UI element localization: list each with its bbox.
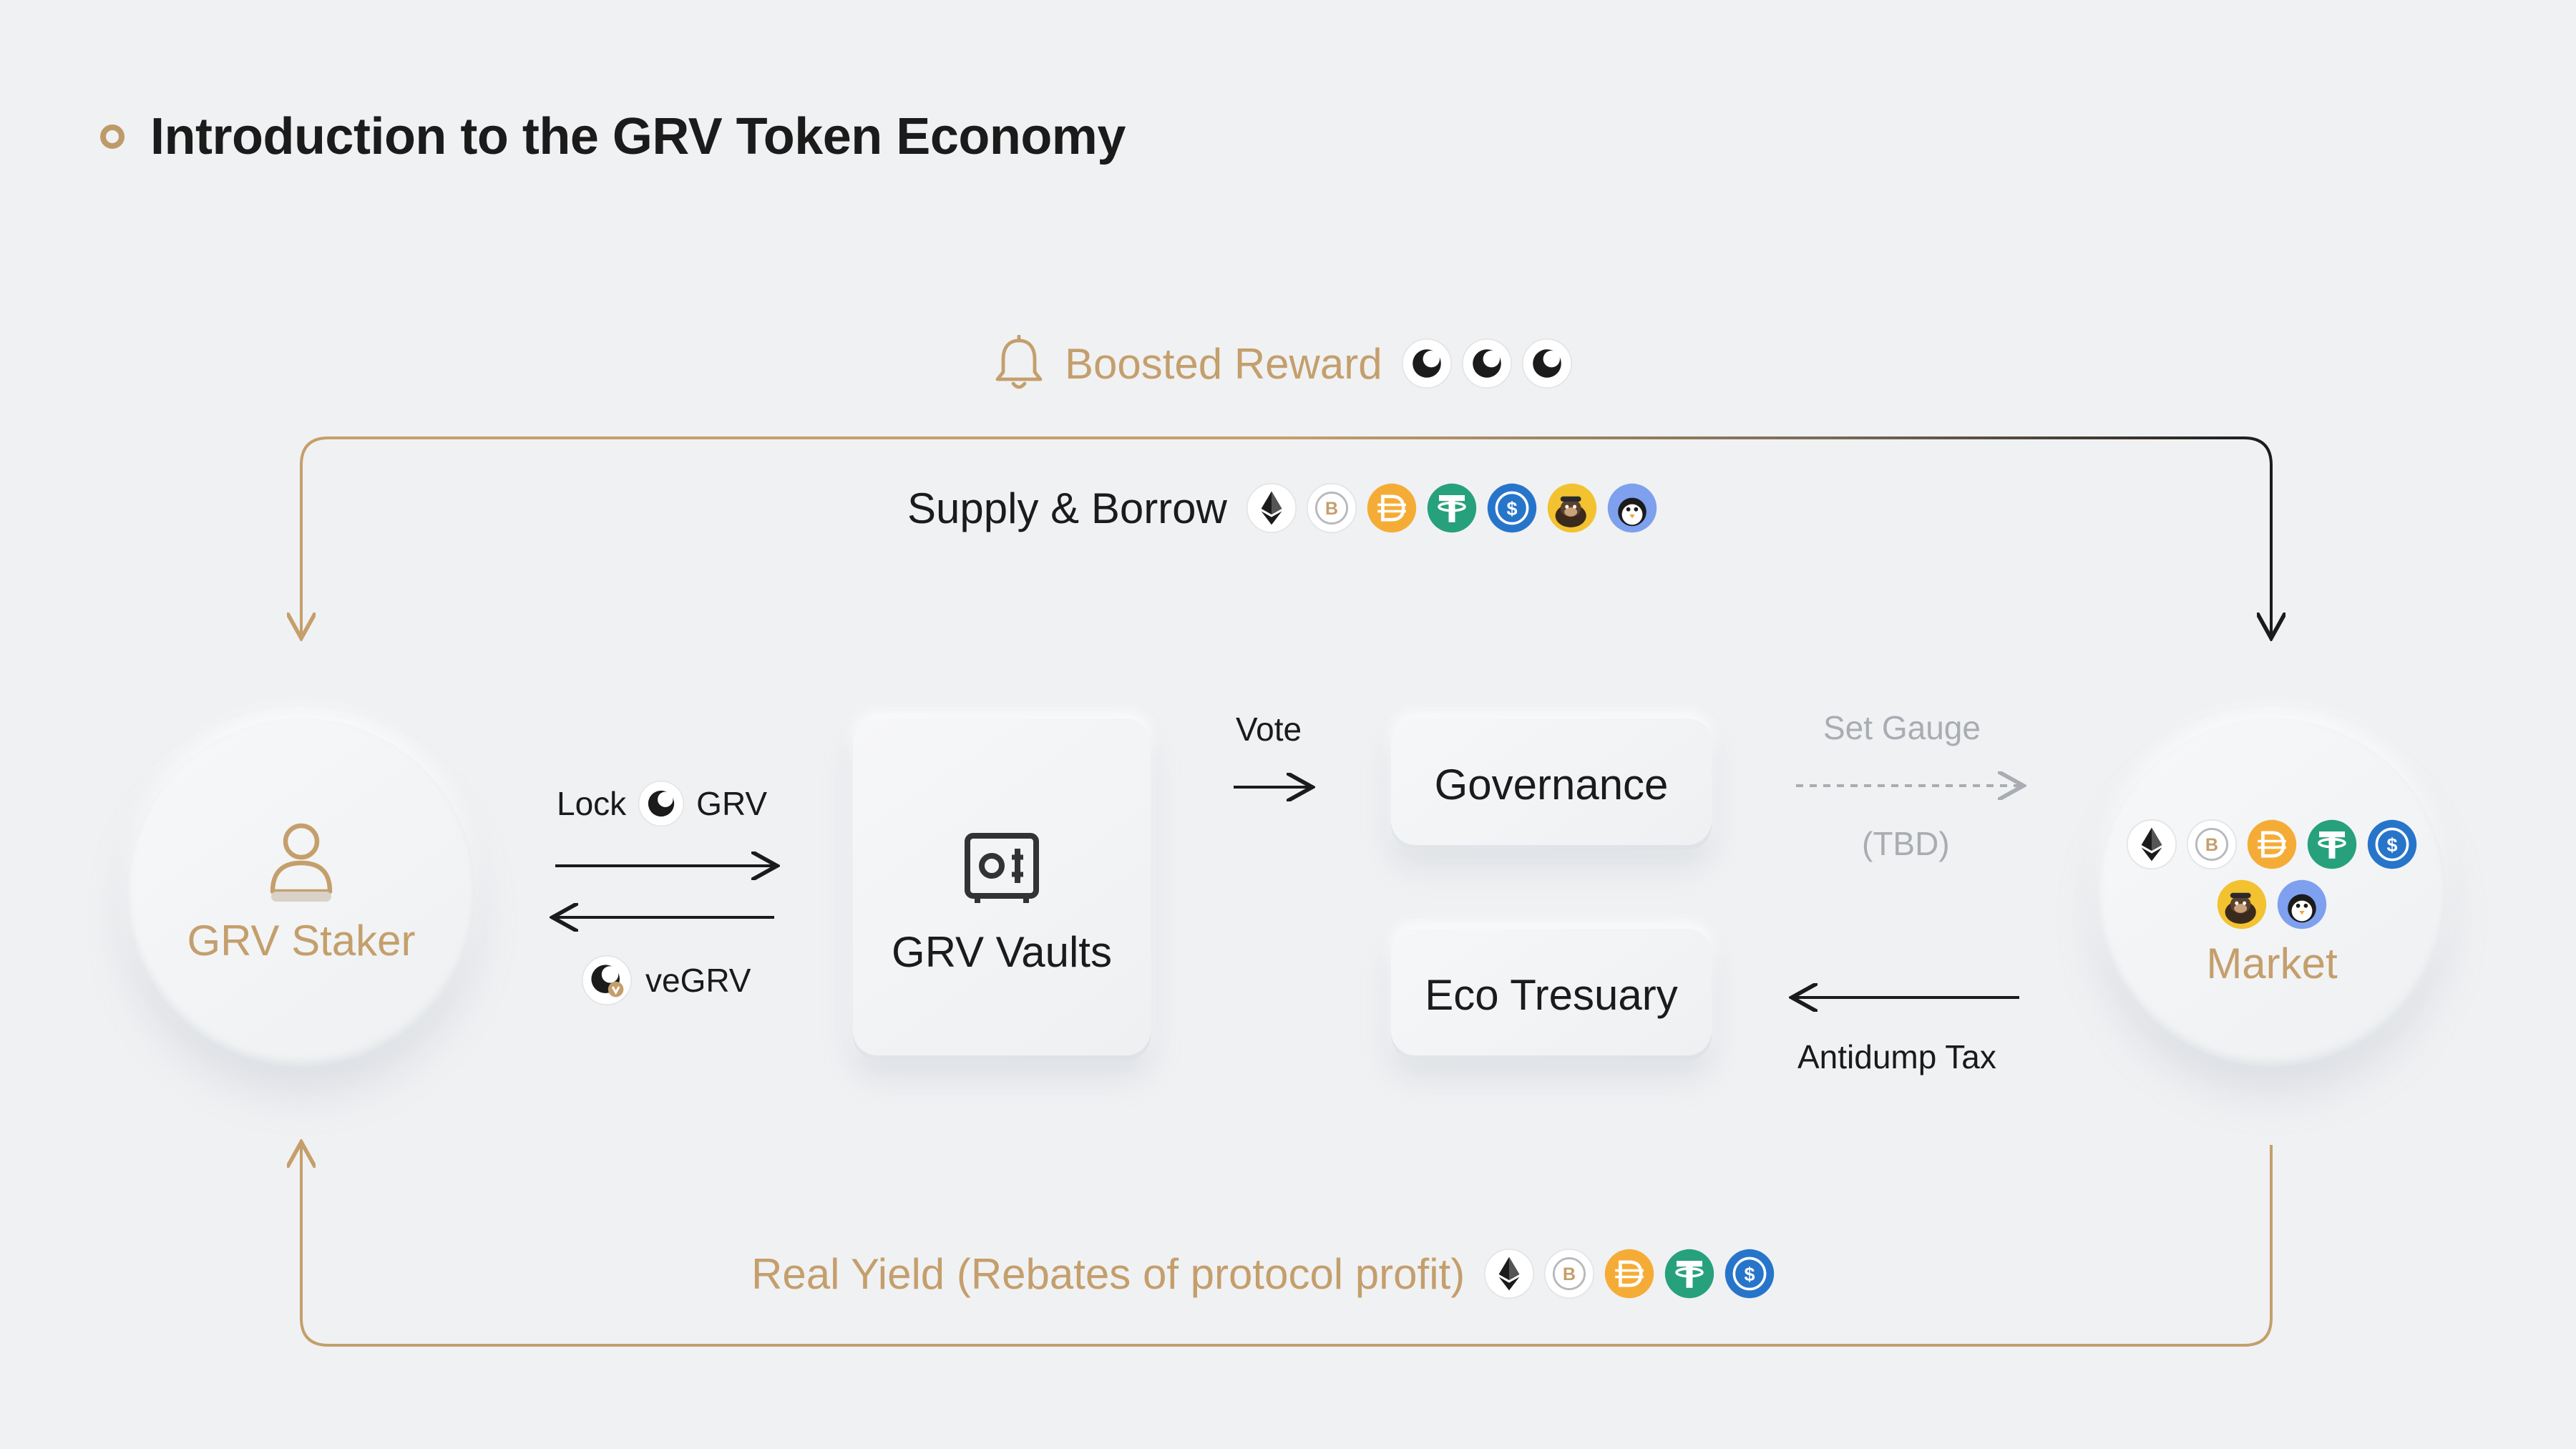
title-bullet-icon bbox=[100, 125, 125, 149]
vault-icon bbox=[965, 832, 1039, 903]
svg-text:B: B bbox=[1563, 1264, 1576, 1284]
penguin-icon bbox=[1606, 482, 1658, 534]
usdc-icon: $ bbox=[1486, 482, 1538, 534]
ape-icon bbox=[2216, 879, 2268, 930]
dai-icon bbox=[1366, 482, 1418, 534]
boosted-reward-row: Boosted Reward bbox=[992, 335, 1581, 392]
vote-label: Vote bbox=[1236, 711, 1302, 748]
usdc-icon: $ bbox=[1724, 1248, 1775, 1299]
eth-icon bbox=[1246, 482, 1297, 534]
grv-token-icon bbox=[1461, 338, 1513, 389]
grv-token-icon bbox=[638, 780, 685, 827]
dai-icon bbox=[2246, 819, 2298, 870]
supply-borrow-label: Supply & Borrow bbox=[907, 484, 1227, 532]
usdt-icon bbox=[1426, 482, 1478, 534]
grv-staker-label: GRV Staker bbox=[187, 916, 416, 965]
usdc-icon: $ bbox=[2366, 819, 2418, 870]
grv-token-icon bbox=[1521, 338, 1573, 389]
grv-vaults-label: GRV Vaults bbox=[892, 927, 1112, 976]
lock-label: Lock bbox=[557, 785, 627, 822]
eco-treasury-label: Eco Tresuary bbox=[1425, 970, 1678, 1019]
market-label: Market bbox=[2206, 939, 2338, 987]
real-yield-label: Real Yield (Rebates of protocol profit) bbox=[751, 1249, 1465, 1298]
grv-vaults-node: GRV Vaults bbox=[853, 718, 1151, 1060]
vegrv-label: veGRV bbox=[645, 962, 751, 999]
lock-grv-label: Lock GRV bbox=[557, 780, 767, 827]
vegrv-row: veGRV bbox=[581, 955, 751, 1006]
vegrv-token-icon bbox=[581, 955, 633, 1006]
real-yield-row: Real Yield (Rebates of protocol profit) … bbox=[751, 1248, 1784, 1299]
dai-icon bbox=[1604, 1248, 1655, 1299]
eco-treasury-node: Eco Tresuary bbox=[1391, 929, 1712, 1060]
btc-icon: B bbox=[1543, 1248, 1595, 1299]
page-title: Introduction to the GRV Token Economy bbox=[150, 108, 1126, 165]
ape-icon bbox=[1546, 482, 1598, 534]
svg-text:$: $ bbox=[1745, 1264, 1755, 1285]
usdt-icon bbox=[1664, 1248, 1715, 1299]
grv-token-icon bbox=[1401, 338, 1453, 389]
title-row: Introduction to the GRV Token Economy bbox=[100, 107, 1126, 166]
svg-text:B: B bbox=[1325, 499, 1338, 519]
set-gauge-label: Set Gauge bbox=[1823, 709, 1981, 746]
boosted-reward-label: Boosted Reward bbox=[1065, 339, 1382, 388]
top-loop-gold bbox=[301, 436, 1288, 635]
market-coins-row-2 bbox=[2216, 879, 2328, 930]
bottom-loop bbox=[301, 1145, 2273, 1347]
penguin-icon bbox=[2276, 879, 2328, 930]
usdt-icon bbox=[2306, 819, 2358, 870]
eth-icon bbox=[1483, 1248, 1535, 1299]
governance-label: Governance bbox=[1434, 760, 1669, 809]
tbd-label: (TBD) bbox=[1862, 825, 1950, 862]
btc-icon: B bbox=[1306, 482, 1357, 534]
user-icon bbox=[270, 823, 333, 902]
grv-label: GRV bbox=[696, 785, 768, 822]
bell-icon bbox=[995, 335, 1043, 389]
top-loop-dark bbox=[1288, 436, 2271, 635]
supply-borrow-row: Supply & Borrow B $ bbox=[907, 482, 1667, 534]
eth-icon bbox=[2126, 819, 2177, 870]
governance-node: Governance bbox=[1391, 718, 1712, 850]
svg-text:$: $ bbox=[2386, 834, 2397, 855]
antidump-tax-label: Antidump Tax bbox=[1797, 1038, 1996, 1075]
svg-text:B: B bbox=[2205, 835, 2218, 855]
grv-staker-node: GRV Staker bbox=[127, 718, 475, 1066]
btc-icon: B bbox=[2186, 819, 2238, 870]
market-coins-row-1: B $ bbox=[2126, 819, 2418, 870]
svg-text:$: $ bbox=[1506, 498, 1517, 519]
market-node: B $ Market bbox=[2098, 718, 2446, 1066]
